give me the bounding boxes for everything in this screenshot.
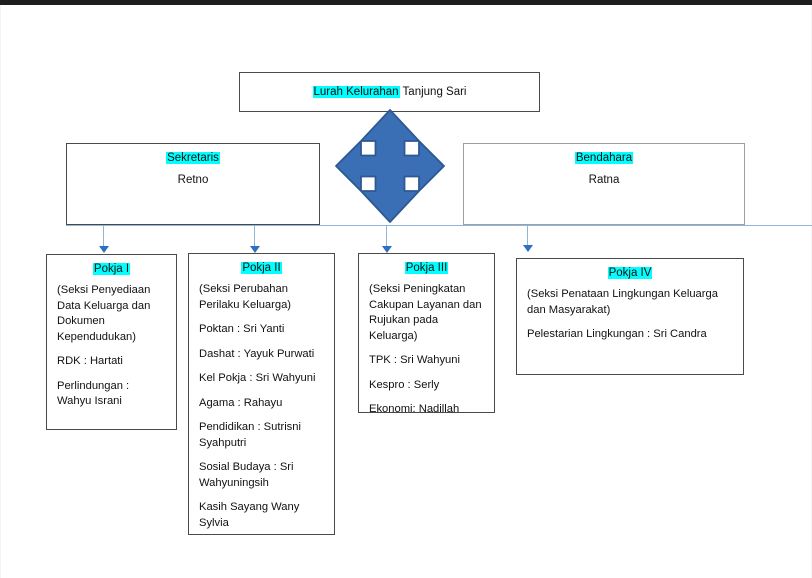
node-pokja-2-line-2: Dashat : Yayuk Purwati	[199, 347, 315, 360]
node-pokja-2-line-3: Kel Pokja : Sri Wahyuni	[199, 372, 316, 384]
connector-horizontal-bus	[66, 225, 812, 226]
four-way-arrow-icon	[335, 109, 445, 223]
node-pokja-3[interactable]: Pokja III (Seksi Peningkatan Cakupan Lay…	[358, 253, 495, 415]
node-pokja-3-line-2: Kespro : Serly	[369, 378, 440, 391]
node-pokja-3-line-1: TPK : Sri Wahyuni	[369, 354, 460, 366]
page-edge-left	[0, 5, 1, 578]
node-pokja-1-title-text: Pokja I	[92, 263, 131, 275]
node-pokja-1-line-0: (Seksi Penyediaan Data Keluarga dan Doku…	[57, 284, 151, 343]
node-lurah-kelurahan[interactable]: Lurah Kelurahan Tanjung Sari	[239, 72, 540, 112]
node-pokja-1-line-2: Perlindungan : Wahyu Israni	[57, 379, 130, 408]
node-sekretaris-title-text: Sekretaris	[166, 152, 220, 164]
node-sekretaris[interactable]: Sekretaris Retno	[66, 143, 320, 225]
node-sekretaris-name: Retno	[177, 174, 209, 186]
node-pokja-2-line-6: Sosial Budaya : Sri Wahyuningsih	[199, 461, 294, 489]
node-pokja-1-line-1: RDK : Hartati	[57, 355, 123, 367]
node-lurah-highlight: Lurah Kelurahan	[312, 86, 400, 98]
node-lurah-title: Lurah Kelurahan Tanjung Sari	[250, 84, 529, 100]
connector-drop-pokja-4	[527, 225, 528, 247]
node-pokja-4-line-1: Pelestarian Lingkungan : Sri Candra	[527, 328, 707, 340]
node-pokja-4-title-text: Pokja IV	[607, 267, 653, 279]
node-pokja-2-line-0: (Seksi Perubahan Perilaku Keluarga)	[199, 283, 292, 311]
node-pokja-2[interactable]: Pokja II (Seksi Perubahan Perilaku Kelua…	[188, 253, 335, 535]
connector-arrow-pokja-2	[250, 246, 260, 253]
node-pokja-4-line-0: (Seksi Penataan Lingkungan Keluarga dan …	[527, 288, 718, 316]
node-bendahara-title: Bendahara	[474, 151, 734, 166]
node-pokja-1[interactable]: Pokja I (Seksi Penyediaan Data Keluarga …	[46, 254, 177, 430]
connector-arrow-pokja-1	[99, 246, 109, 253]
connector-drop-pokja-3	[386, 225, 387, 248]
node-pokja-2-line-5: Pendidikan : Sutrisni Syahputri	[199, 421, 301, 449]
node-pokja-2-line-7: Kasih Sayang Wany Sylvia	[199, 501, 300, 529]
node-pokja-2-line-4: Agama : Rahayu	[199, 396, 283, 409]
node-pokja-3-title-text: Pokja III	[404, 262, 449, 274]
node-pokja-2-title: Pokja II	[199, 261, 324, 276]
node-pokja-3-title: Pokja III	[369, 261, 484, 276]
node-pokja-4[interactable]: Pokja IV (Seksi Penataan Lingkungan Kelu…	[516, 258, 744, 375]
node-pokja-1-title: Pokja I	[57, 262, 166, 277]
node-pokja-3-line-3: Ekonomi: Nadillah	[369, 403, 460, 415]
node-sekretaris-title: Sekretaris	[77, 151, 309, 166]
node-bendahara[interactable]: Bendahara Ratna	[463, 143, 745, 225]
node-pokja-4-title: Pokja IV	[527, 266, 733, 281]
node-lurah-rest: Tanjung Sari	[399, 86, 467, 98]
connector-drop-pokja-2	[254, 225, 255, 248]
connector-drop-pokja-1	[103, 225, 104, 248]
connector-arrow-pokja-4	[523, 245, 533, 252]
connector-arrow-pokja-3	[382, 246, 392, 253]
node-pokja-3-line-0: (Seksi Peningkatan Cakupan Layanan dan R…	[369, 283, 482, 342]
node-bendahara-name: Ratna	[588, 174, 620, 186]
node-pokja-2-title-text: Pokja II	[241, 262, 282, 274]
top-dark-strip	[0, 0, 812, 5]
node-bendahara-title-text: Bendahara	[574, 152, 634, 164]
node-pokja-2-line-1: Poktan : Sri Yanti	[199, 323, 285, 335]
